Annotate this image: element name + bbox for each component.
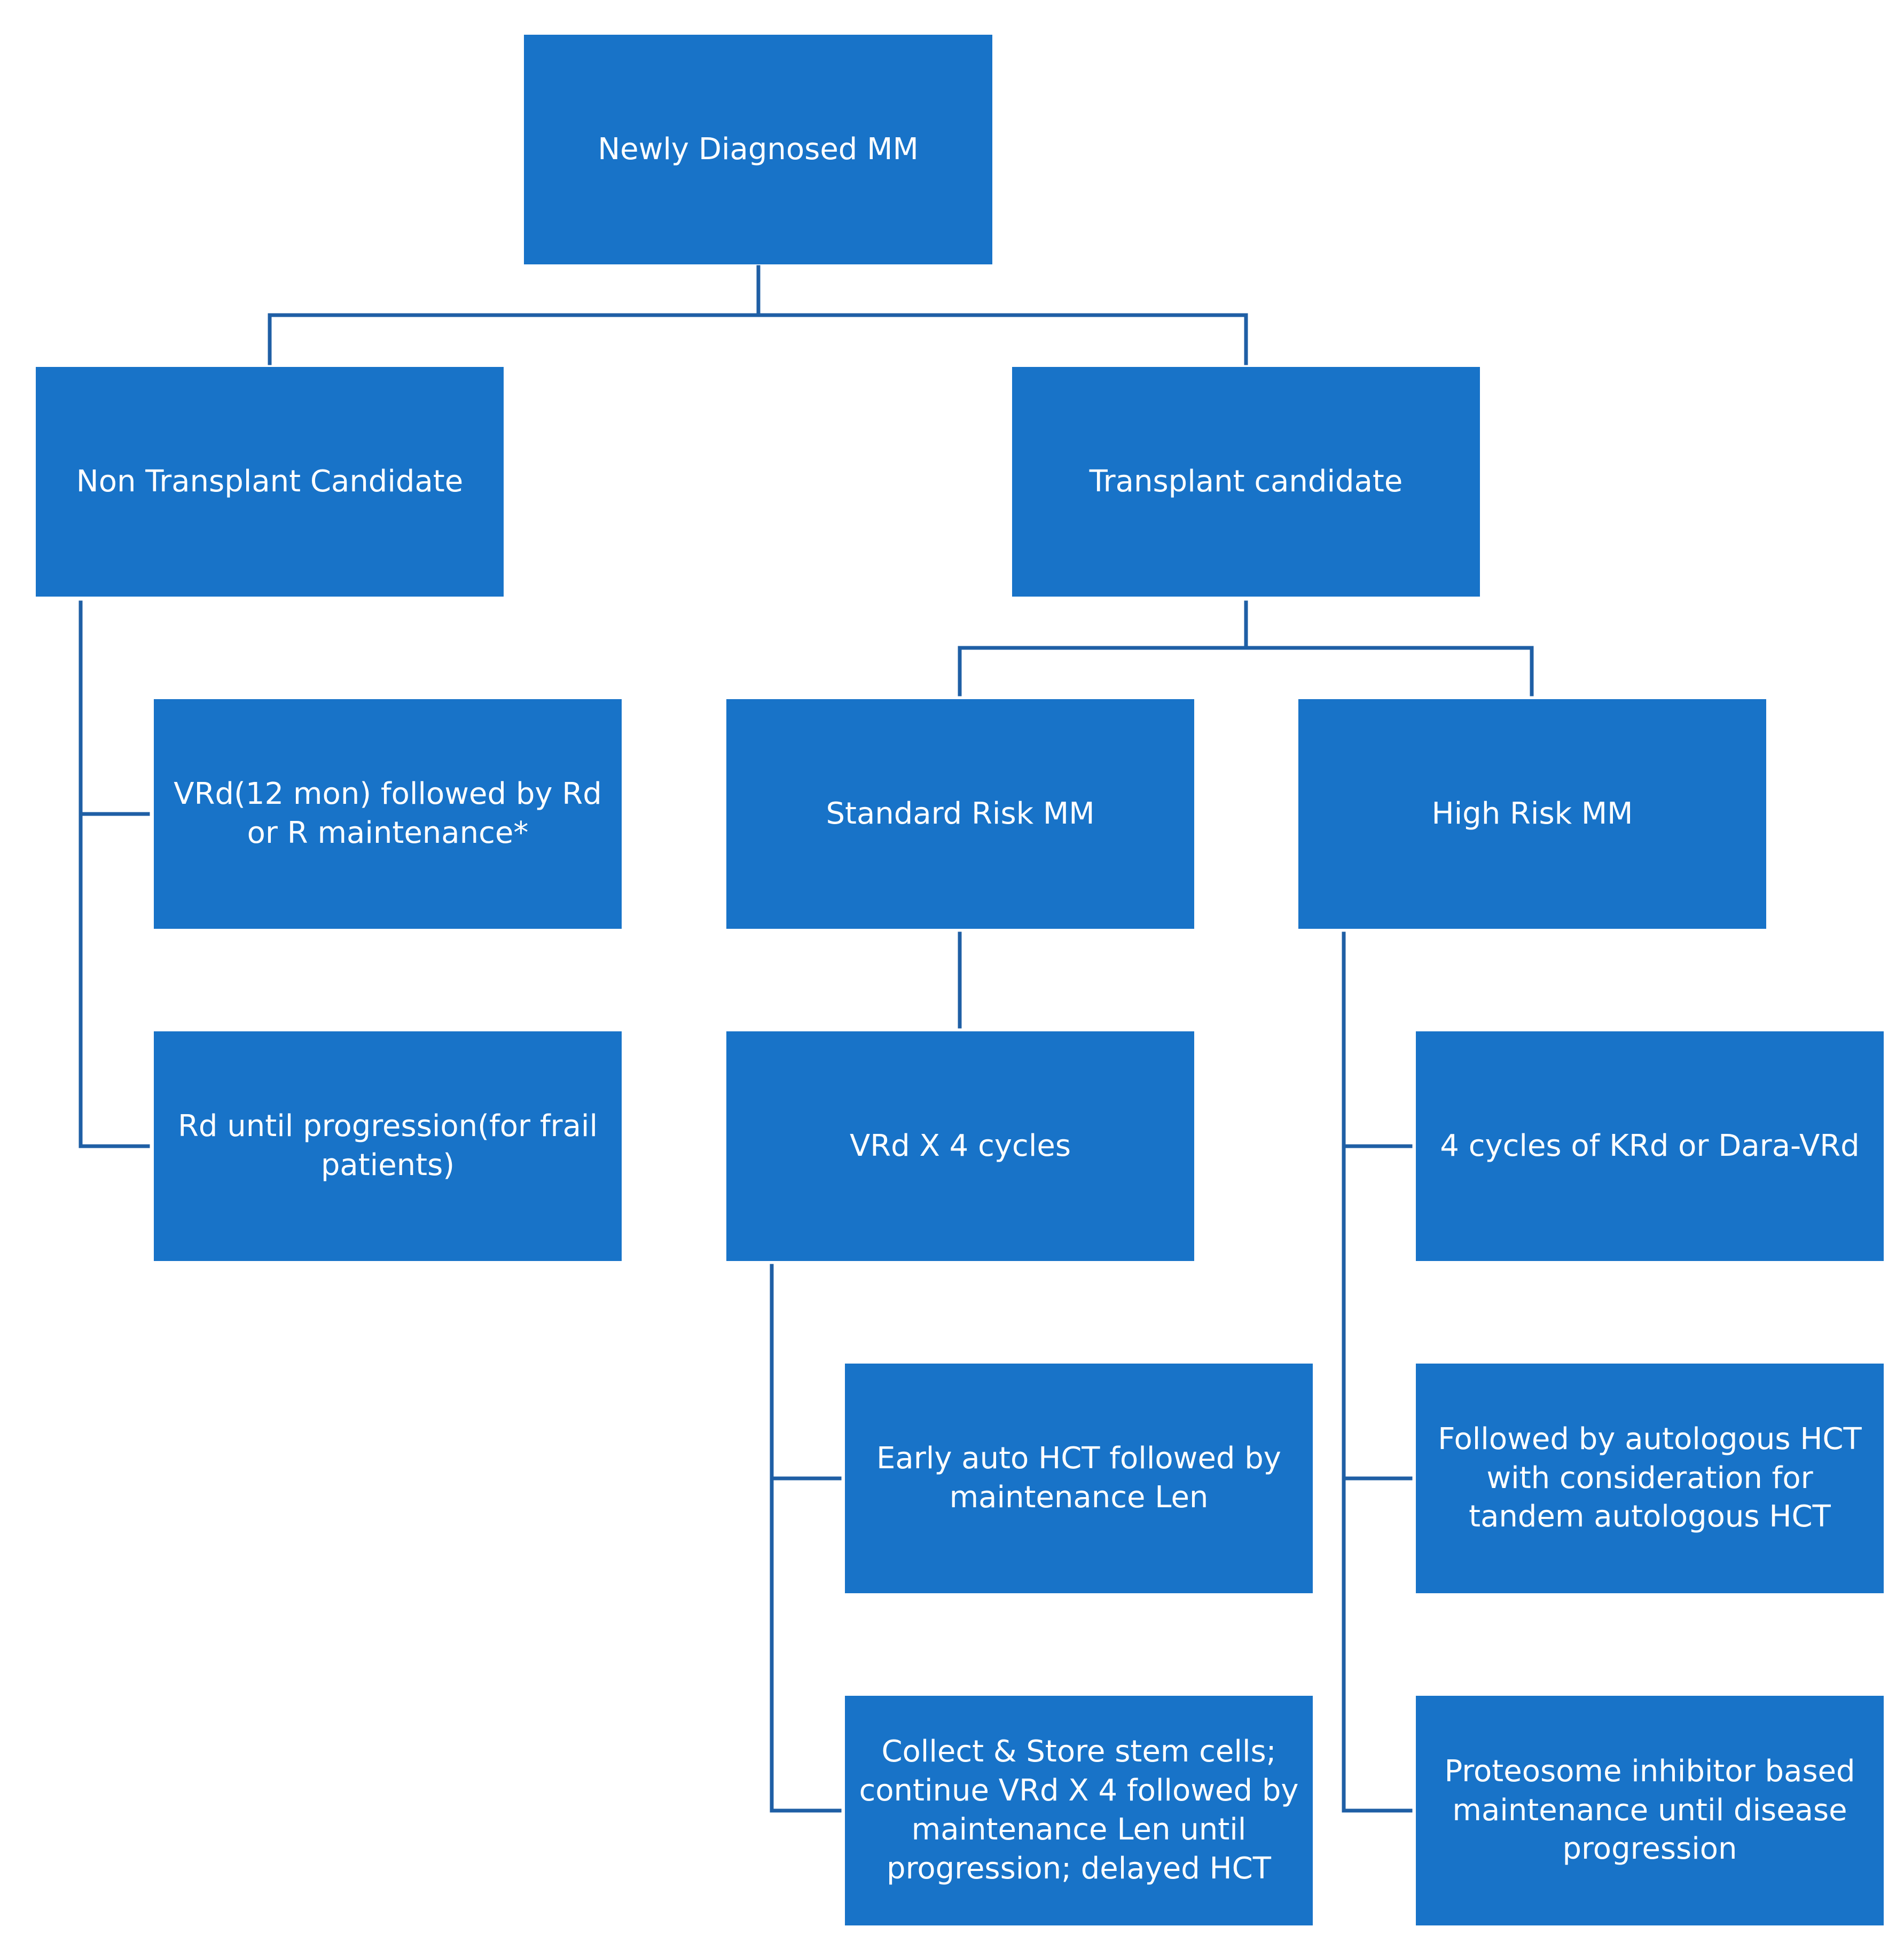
node-krd-dara-vrd-label: 4 cycles of KRd or Dara-VRd <box>1440 1128 1860 1163</box>
node-newly-diagnosed-label: Newly Diagnosed MM <box>598 131 919 167</box>
node-autologous-hct-label: Followed by autologous HCT with consider… <box>1438 1421 1862 1534</box>
node-vrd-4-cycles: VRd X 4 cycles <box>726 1031 1194 1261</box>
node-rd-frail-label: Rd until progression(for frail patients) <box>178 1109 598 1183</box>
node-collect-store: Collect & Store stem cells; continue VRd… <box>845 1696 1313 1925</box>
node-standard-risk-label: Standard Risk MM <box>826 796 1095 831</box>
node-non-transplant-candidate: Non Transplant Candidate <box>36 367 504 597</box>
node-newly-diagnosed: Newly Diagnosed MM <box>524 35 992 264</box>
node-standard-risk: Standard Risk MM <box>726 699 1194 929</box>
node-non-transplant-label: Non Transplant Candidate <box>76 464 464 499</box>
node-high-risk: High Risk MM <box>1298 699 1766 929</box>
node-krd-dara-vrd: 4 cycles of KRd or Dara-VRd <box>1416 1031 1884 1261</box>
node-early-auto-hct-label: Early auto HCT followed by maintenance L… <box>876 1441 1281 1515</box>
node-early-auto-hct: Early auto HCT followed by maintenance L… <box>845 1364 1313 1593</box>
node-autologous-hct: Followed by autologous HCT with consider… <box>1416 1364 1884 1593</box>
node-vrd-4-cycles-label: VRd X 4 cycles <box>849 1128 1071 1163</box>
node-transplant-candidate: Transplant candidate <box>1012 367 1480 597</box>
node-transplant-label: Transplant candidate <box>1089 464 1403 499</box>
node-collect-store-label: Collect & Store stem cells; continue VRd… <box>859 1734 1299 1886</box>
node-high-risk-label: High Risk MM <box>1431 796 1633 831</box>
node-vrd-12mon: VRd(12 mon) followed by Rd or R maintena… <box>154 699 622 929</box>
node-vrd-12mon-label: VRd(12 mon) followed by Rd or R maintena… <box>174 777 602 850</box>
node-pi-maintenance-label: Proteosome inhibitor based maintenance u… <box>1444 1753 1855 1867</box>
node-rd-frail: Rd until progression(for frail patients) <box>154 1031 622 1261</box>
node-pi-maintenance: Proteosome inhibitor based maintenance u… <box>1416 1696 1884 1925</box>
